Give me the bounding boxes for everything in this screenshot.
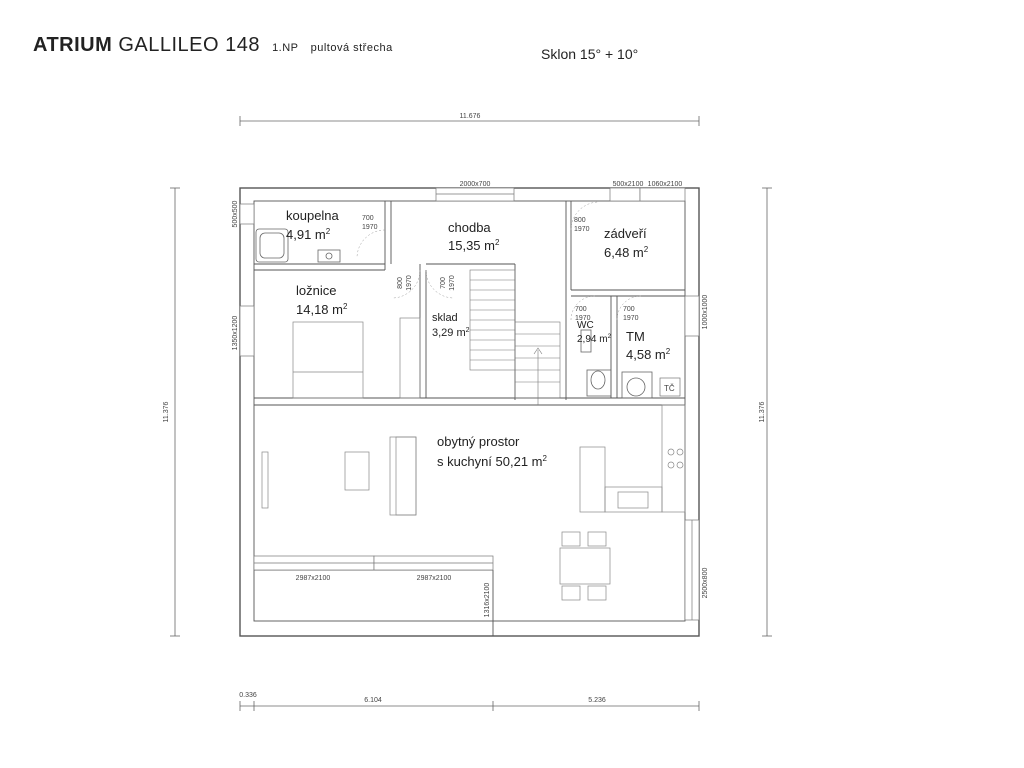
plan-title: ATRIUM GALLILEO 148 1.NP pultová střecha — [33, 34, 393, 57]
room-obytny-area: s kuchyní 50,21 m2 — [437, 454, 548, 469]
heat-pump-label: TČ — [664, 384, 675, 393]
door-tm-w: 700 — [623, 306, 635, 313]
brand-name: ATRIUM — [33, 34, 113, 56]
dim-bottom-a: 0.336 — [239, 692, 257, 699]
room-loznice-area: 14,18 m2 — [296, 302, 348, 317]
slope-label: Sklon 15° + 10° — [541, 46, 639, 62]
dimension-lines — [170, 116, 772, 711]
door-zadveri-w: 800 — [574, 217, 586, 224]
model-name: GALLILEO 148 — [118, 34, 260, 56]
living-furniture — [261, 404, 686, 601]
door-bottom-b-label: 2987x2100 — [417, 575, 452, 582]
win-left-mid-label: 1350x1200 — [232, 316, 239, 351]
dim-left-total: 11.376 — [163, 401, 170, 422]
door-sklad-h: 1970 — [449, 275, 456, 291]
door-loznice-w: 800 — [397, 277, 404, 289]
dim-bottom-b: 6.104 — [364, 697, 382, 704]
floor-label: 1.NP — [272, 42, 299, 54]
room-koupelna-name: koupelna — [286, 208, 340, 223]
bath-fixtures — [255, 228, 653, 399]
door-zadveri-h: 1970 — [574, 226, 590, 233]
door-wc-h: 1970 — [575, 315, 591, 322]
room-loznice-name: ložnice — [296, 283, 336, 298]
door-koupelna-h: 1970 — [362, 224, 378, 231]
windows — [239, 187, 700, 621]
roof-label: pultová střecha — [310, 42, 393, 54]
door-swings — [356, 201, 642, 321]
room-tm-name: TM — [626, 329, 645, 344]
room-koupelna-area: 4,91 m2 — [286, 227, 331, 242]
room-zadveri-area: 6,48 m2 — [604, 245, 649, 260]
door-koupelna-w: 700 — [362, 215, 374, 222]
room-wc-name: WC — [577, 320, 594, 331]
dim-top-total: 11.676 — [460, 113, 481, 120]
door-wc-w: 700 — [575, 306, 587, 313]
heat-pump-box — [659, 377, 681, 397]
staircase — [469, 269, 561, 405]
room-wc-area: 2,94 m2 — [577, 334, 612, 345]
door-sklad-w: 700 — [440, 277, 447, 289]
win-top-center-label: 2000x700 — [460, 181, 491, 188]
room-tm-area: 4,58 m2 — [626, 347, 671, 362]
win-right-low-label: 2500x800 — [702, 568, 709, 599]
win-right-mid-label: 1000x1000 — [702, 295, 709, 330]
bed — [292, 317, 421, 399]
room-sklad-name: sklad — [432, 312, 458, 324]
door-bottom-a-label: 2987x2100 — [296, 575, 331, 582]
dim-right-total: 11.376 — [759, 401, 766, 422]
room-chodba-area: 15,35 m2 — [448, 238, 500, 253]
win-top-right-b-label: 1060x2100 — [648, 181, 683, 188]
win-left-top-label: 500x500 — [232, 200, 239, 227]
room-obytny-name: obytný prostor — [437, 434, 520, 449]
room-chodba-name: chodba — [448, 220, 491, 235]
dim-bottom-c: 5.236 — [588, 697, 606, 704]
room-zadveri-name: zádveří — [604, 226, 647, 241]
win-top-right-a-label: 500x2100 — [613, 181, 644, 188]
door-tm-h: 1970 — [623, 315, 639, 322]
door-bottom-c-label: 1316x2100 — [484, 583, 491, 618]
room-sklad-area: 3,29 m2 — [432, 327, 470, 339]
door-loznice-h: 1970 — [406, 275, 413, 291]
